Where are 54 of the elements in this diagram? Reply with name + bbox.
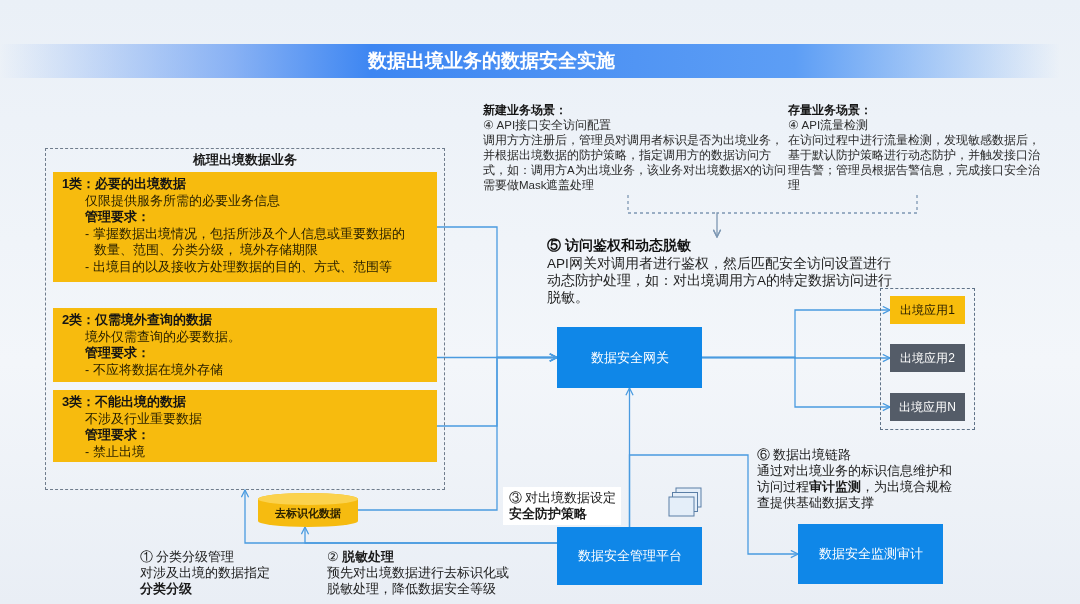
application-box xyxy=(890,296,965,324)
category-panel xyxy=(53,308,437,382)
scenario-subheading: ④ API接口安全访问配置 xyxy=(483,118,613,133)
annotation-title: ③ 对出境数据设定 xyxy=(509,490,617,506)
annotation-title: ② 脱敏处理 xyxy=(327,549,395,565)
box-label: 数据安全网关 xyxy=(590,348,669,367)
category-panel xyxy=(53,172,437,282)
category-heading: 1类：必要的出境数据 xyxy=(62,176,188,193)
application-box xyxy=(890,344,965,372)
dashed-group-frame xyxy=(45,148,445,490)
cylinder-label: 去标识化数据 xyxy=(275,505,341,521)
scenario-heading: 新建业务场景： xyxy=(483,103,568,118)
requirement-heading: 管理要求： xyxy=(85,209,151,226)
connector-arrow xyxy=(357,353,558,511)
annotation-title: ① 分类分级管理 xyxy=(140,549,235,565)
box-label: 数据安全监测审计 xyxy=(818,545,923,564)
box-label: 出境应用N xyxy=(899,399,956,416)
group-title: 梳理出境数据业务 xyxy=(191,152,298,168)
connector-arrow xyxy=(300,526,558,544)
scenario-heading: 存量业务场景： xyxy=(788,103,873,118)
box-label: 出境应用1 xyxy=(900,302,955,319)
category-panel xyxy=(53,390,437,462)
requirement-heading: 管理要求： xyxy=(85,427,151,444)
category-description: 仅限提供服务所需的必要业务信息 xyxy=(85,192,281,209)
title-text: 数据出境业务的数据安全实施 xyxy=(368,48,615,73)
category-heading: 2类：仅需境外查询的数据 xyxy=(62,312,214,329)
step-heading: ⑤ 访问鉴权和动态脱敏 xyxy=(547,237,692,255)
annotation-text: 通过对出境业务的标识信息维护和访问过程审计监测，为出境合规检查提供基础数据支撑 xyxy=(757,463,952,511)
requirement-item: - 禁止出境 xyxy=(85,443,146,460)
scenario-description: 调用方方注册后，管理员对调用者标识是否为出境业务，并根据出境数据的防护策略，指定调用方的数据访问方式，如：调用方A为出境业务，该业务对出境数据X的访问需要做Mask遮盖处理 xyxy=(483,133,788,193)
scenario-subheading: ④ API流量检测 xyxy=(788,118,870,133)
category-description: 不涉及行业重要数据 xyxy=(85,410,203,427)
box-label: 数据安全管理平台 xyxy=(577,547,682,566)
category-heading: 3类：不能出境的数据 xyxy=(62,394,188,411)
requirement-heading: 管理要求： xyxy=(85,345,151,362)
annotation-title: ⑥ 数据出境链路 xyxy=(757,447,852,463)
application-box xyxy=(890,393,965,421)
annotation-text: 预先对出境数据进行去标识化或脱敏处理，降低数据安全等级 xyxy=(327,565,509,597)
process-box xyxy=(557,527,702,585)
requirement-item: - 出境目的以及接收方处理数据的目的、方式、范围等 xyxy=(85,258,393,275)
category-description: 境外仅需查询的必要数据。 xyxy=(85,328,242,345)
connector-arrow xyxy=(701,356,891,412)
scenario-description: 在访问过程中进行流量检测，发现敏感数据后，基于默认防护策略进行动态防护，并触发接口治理告警；管理员根据告警信息，完成接口安全治理 xyxy=(788,133,1041,193)
process-box xyxy=(798,524,943,584)
requirement-item: - 不应将数据在境外存储 xyxy=(85,361,224,378)
process-box xyxy=(557,327,702,388)
box-label: 出境应用2 xyxy=(900,350,955,367)
dashed-arrow xyxy=(712,194,918,238)
connector-arrow xyxy=(628,454,799,559)
requirement-item: - 掌握数据出境情况，包括所涉及个人信息或重要数据的数量、范围、分类分级， 境外存储期限 xyxy=(85,225,406,259)
dashed-frame xyxy=(880,288,975,430)
annotation-text: 安全防护策略 xyxy=(509,506,587,522)
annotation-text: 对涉及出境的数据指定分类分级 xyxy=(140,565,271,597)
step-description: API网关对调用者进行鉴权，然后匹配安全访问设置进行动态防护处理，如：对出境调用方A的特定数据访问进行脱敏。 xyxy=(547,255,892,306)
